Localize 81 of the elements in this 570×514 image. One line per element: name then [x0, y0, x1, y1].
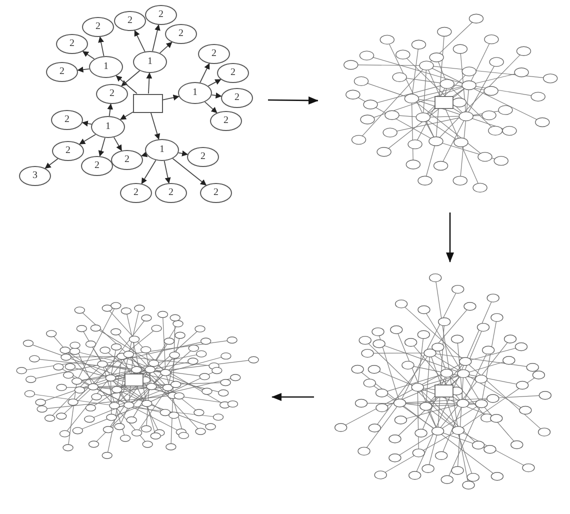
- arrow: [150, 112, 160, 140]
- node-label: 2: [128, 16, 132, 26]
- arrow: [159, 42, 172, 54]
- node-label: 2: [230, 68, 236, 78]
- node-ellipse: [114, 11, 146, 31]
- node-ellipse: [145, 5, 177, 25]
- node-label: 2: [200, 152, 206, 162]
- arrow: [268, 96, 318, 104]
- node-ellipse: [165, 24, 197, 44]
- arrow: [141, 160, 156, 184]
- arrow: [146, 72, 152, 94]
- node-label: 2: [96, 22, 100, 32]
- node-label: 1: [160, 145, 164, 155]
- node-label: 2: [124, 155, 130, 165]
- arrow: [141, 151, 148, 158]
- arrow: [211, 92, 222, 98]
- node-label: 2: [66, 146, 70, 156]
- node-ellipse: [155, 183, 187, 203]
- node-label: 1: [104, 62, 108, 72]
- node-label: 2: [178, 29, 184, 39]
- node-ellipse: [82, 17, 114, 37]
- arrow: [162, 94, 180, 101]
- node-ellipse: [217, 63, 249, 83]
- node-ellipse: [89, 56, 123, 78]
- node-label: 1: [106, 122, 110, 132]
- arrow: [98, 36, 104, 57]
- node-label: 1: [148, 57, 152, 67]
- arrow: [107, 103, 114, 116]
- node-ellipse: [111, 150, 143, 170]
- arrow: [272, 393, 314, 401]
- node-label: 2: [94, 161, 100, 171]
- node-label: 2: [134, 188, 138, 198]
- arrow: [82, 50, 95, 60]
- node-ellipse: [51, 110, 83, 130]
- node-ellipse: [52, 141, 84, 161]
- arrow: [121, 70, 140, 86]
- node-ellipse: [178, 82, 212, 104]
- node-ellipse: [46, 62, 78, 82]
- arrow: [152, 24, 160, 52]
- node-label: 2: [110, 89, 114, 99]
- node-label: 2: [70, 39, 74, 49]
- node-label: 2: [158, 10, 164, 20]
- node-label: 1: [192, 88, 198, 98]
- arrow: [116, 75, 138, 94]
- node-ellipse: [198, 44, 230, 64]
- node-ellipse: [200, 183, 232, 203]
- node-ellipse: [120, 183, 152, 203]
- arrow: [113, 136, 122, 152]
- root-box: [133, 94, 163, 112]
- node-ellipse: [187, 147, 219, 167]
- node-label: 2: [168, 188, 174, 198]
- node-ellipse: [19, 166, 51, 186]
- node-label: 2: [60, 67, 64, 77]
- arrow: [79, 134, 96, 145]
- arrow: [446, 212, 454, 262]
- node-label: 2: [64, 115, 70, 125]
- node-ellipse: [56, 34, 88, 54]
- arrow: [172, 158, 207, 186]
- node-label: 2: [224, 116, 228, 126]
- arrow: [44, 158, 58, 169]
- arrow: [208, 79, 222, 86]
- node-ellipse: [221, 88, 253, 108]
- node-ellipse: [210, 111, 242, 131]
- node-label: 3: [32, 171, 38, 181]
- arrow: [134, 30, 146, 52]
- arrow: [200, 63, 210, 83]
- node-ellipse: [91, 116, 125, 138]
- node-ellipse: [133, 51, 167, 73]
- arrow: [164, 160, 171, 184]
- node-ellipse: [81, 156, 113, 176]
- arrow: [77, 66, 90, 73]
- arrow: [204, 102, 218, 114]
- node-ellipse: [145, 139, 179, 161]
- arrow: [98, 137, 106, 157]
- node-label: 2: [212, 49, 216, 59]
- arrow: [178, 150, 188, 156]
- arrow: [82, 120, 92, 127]
- node-label: 2: [234, 93, 240, 103]
- arrow: [120, 112, 134, 120]
- node-ellipse: [96, 84, 128, 104]
- node-label: 2: [214, 188, 218, 198]
